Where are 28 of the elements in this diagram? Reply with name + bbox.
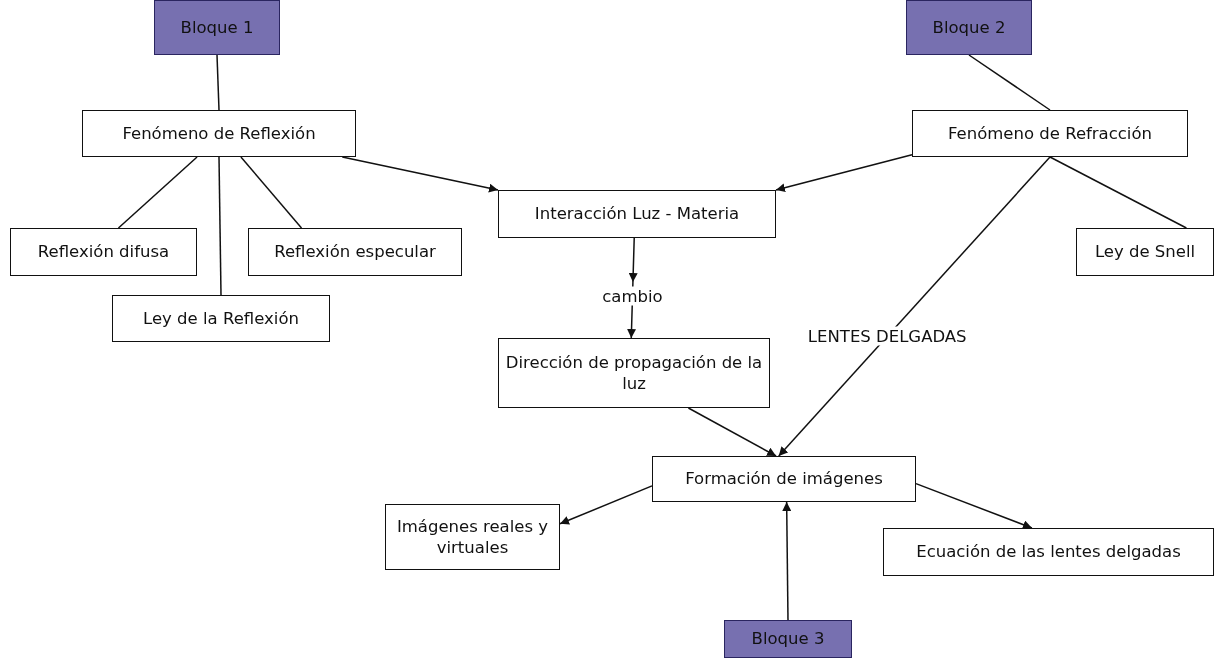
connector-line — [117, 156, 198, 229]
arrow — [559, 485, 653, 525]
block-label-box: Bloque 2 — [906, 0, 1032, 55]
concept-box: Interacción Luz - Materia — [498, 190, 776, 238]
arrow — [777, 156, 1051, 457]
arrow — [341, 156, 499, 193]
concept-box: Ecuación de las lentes delgadas — [883, 528, 1214, 576]
concept-box: Dirección de propagación de la luz — [498, 338, 770, 408]
arrow — [782, 501, 792, 621]
concept-box: Ley de la Reflexión — [112, 295, 330, 342]
concept-box: Imágenes reales y virtuales — [385, 504, 560, 570]
connector-line — [1049, 156, 1188, 229]
concept-box: Ley de Snell — [1076, 228, 1214, 276]
block-label-box: Bloque 1 — [154, 0, 280, 55]
connector-line — [218, 156, 222, 296]
connector-line — [216, 54, 220, 111]
concept-box: Fenómeno de Refracción — [912, 110, 1188, 157]
arrow — [775, 153, 913, 193]
concept-box: Fenómeno de Reflexión — [82, 110, 356, 157]
arrow — [915, 482, 1033, 529]
concept-box: Reflexión difusa — [10, 228, 197, 276]
concept-box: Formación de imágenes — [652, 456, 916, 502]
connector-line — [968, 54, 1051, 111]
concept-box: Reflexión especular — [248, 228, 462, 276]
connector-line — [240, 156, 303, 229]
block-label-box: Bloque 3 — [724, 620, 852, 658]
edge-label: cambio — [600, 286, 665, 306]
arrow — [687, 407, 777, 457]
